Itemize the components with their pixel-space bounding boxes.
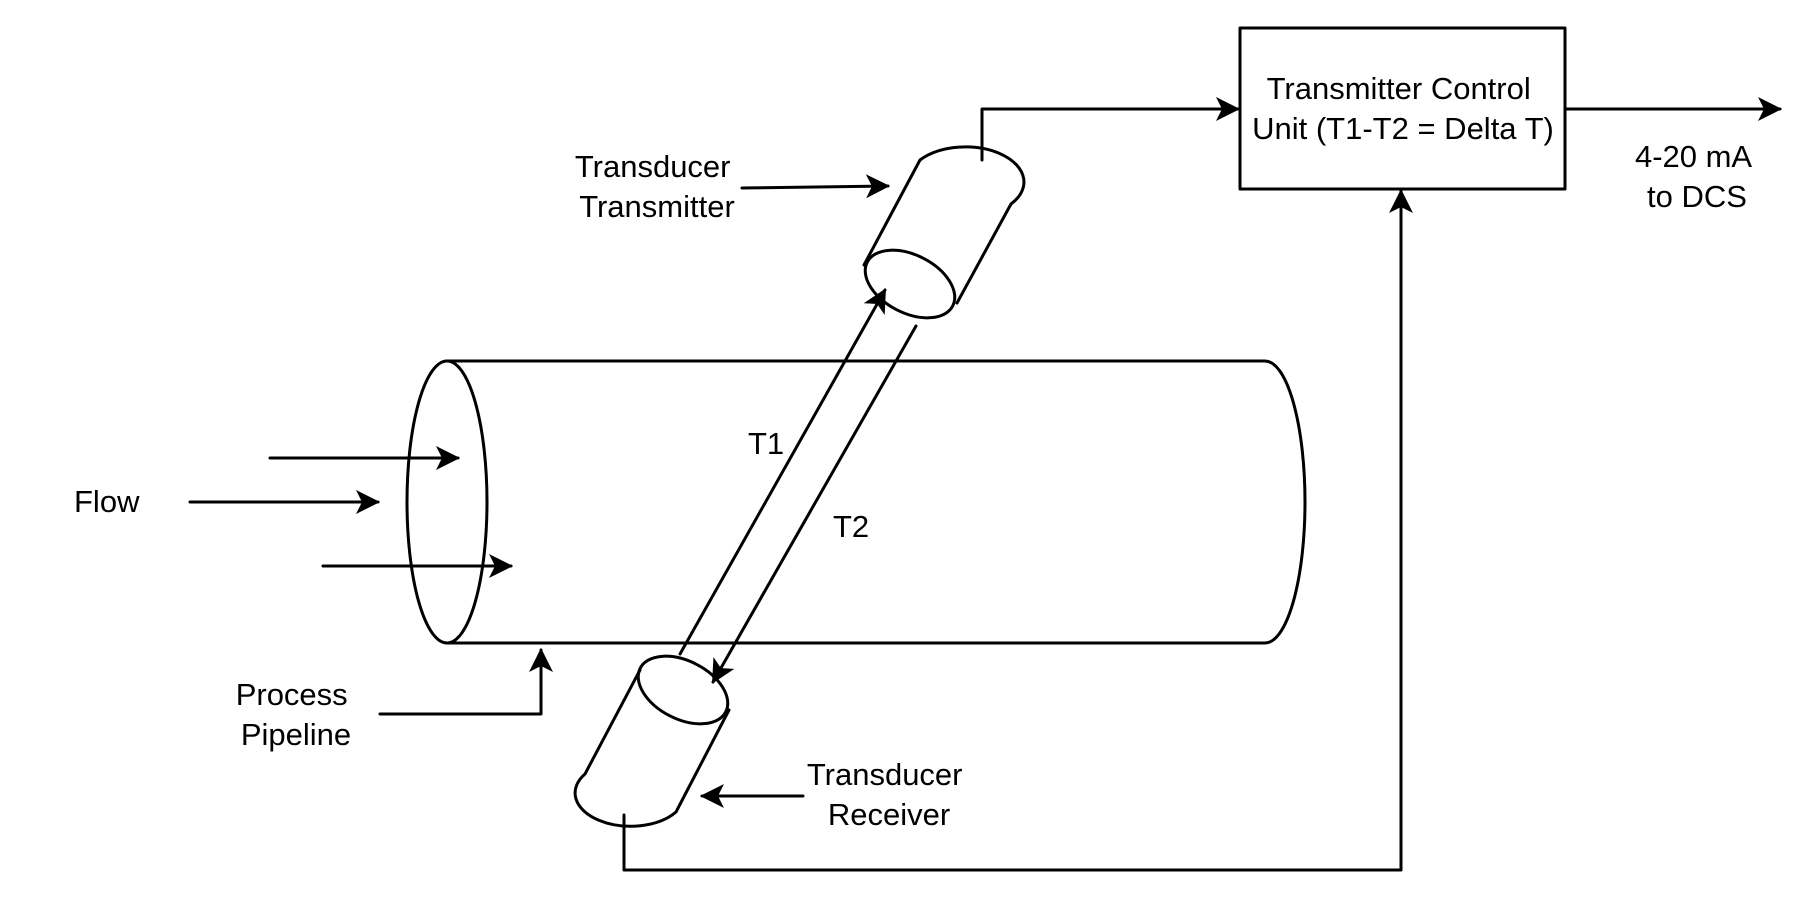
transducer-transmitter bbox=[862, 145, 1026, 320]
t1-label: T1 bbox=[748, 426, 784, 461]
t2-label: T2 bbox=[833, 509, 869, 544]
receiver-to-control-connector bbox=[622, 189, 1413, 872]
t2-path bbox=[711, 324, 918, 684]
transmitter-to-control-connector bbox=[980, 97, 1240, 162]
transducer-transmitter-label: Transducer Transmitter bbox=[575, 149, 739, 224]
process-pipeline bbox=[405, 359, 1307, 645]
signal-paths bbox=[678, 288, 918, 684]
flow-arrows bbox=[188, 446, 513, 578]
output-label: 4-20 mA to DCS bbox=[1635, 139, 1759, 214]
transmitter-leader-arrow bbox=[740, 174, 890, 199]
transducer-receiver-label: Transducer Receiver bbox=[807, 757, 971, 832]
t1-path bbox=[678, 288, 887, 656]
transmitter-control-unit-box bbox=[1238, 26, 1567, 191]
pipeline-leader-arrow bbox=[378, 648, 553, 716]
process-pipeline-label: Process Pipeline bbox=[236, 677, 357, 752]
transducer-receiver bbox=[573, 654, 731, 828]
flow-label: Flow bbox=[74, 484, 140, 519]
control-unit-label: Transmitter Control Unit (T1-T2 = Delta … bbox=[1252, 71, 1554, 146]
